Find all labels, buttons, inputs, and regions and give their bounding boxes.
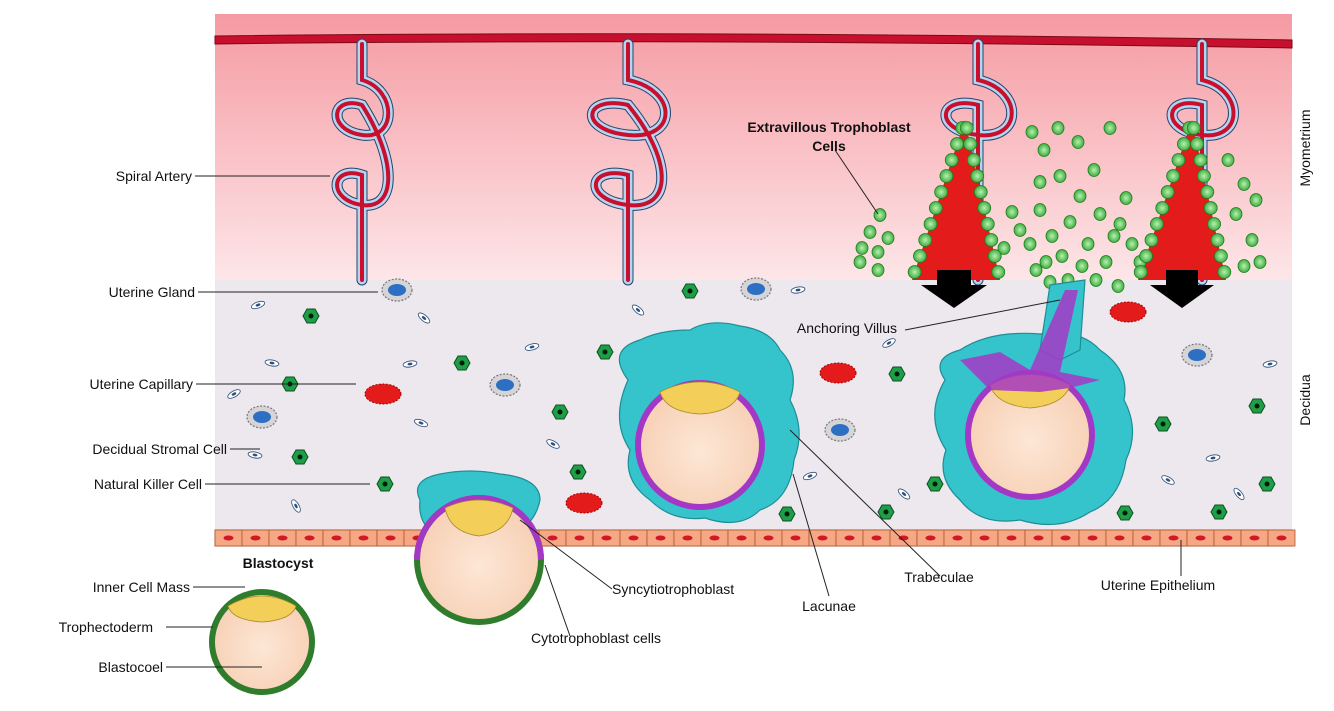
label-uterine-capillary: Uterine Capillary — [90, 376, 193, 392]
label-uterine-epithelium: Uterine Epithelium — [1101, 577, 1215, 593]
implanted-embryo-right — [934, 279, 1134, 526]
down-arrow-icon — [1150, 270, 1214, 308]
label-blastocoel: Blastocoel — [98, 659, 163, 675]
label-spiral-artery: Spiral Artery — [116, 168, 192, 184]
label-extravillous-line2: Cells — [812, 138, 846, 154]
zone-label-myometrium: Myometrium — [1297, 109, 1313, 186]
label-trophectoderm: Trophectoderm — [59, 619, 153, 635]
down-arrow-icon — [921, 270, 987, 308]
spiral-arteries — [331, 38, 1239, 286]
implanting-embryo — [414, 470, 544, 625]
label-decidual-stromal-cell: Decidual Stromal Cell — [92, 441, 227, 457]
label-inner-cell-mass: Inner Cell Mass — [93, 579, 190, 595]
extravillous-trophoblast-cells — [853, 121, 1267, 293]
label-lacunae: Lacunae — [802, 598, 856, 614]
label-uterine-gland: Uterine Gland — [109, 284, 195, 300]
implanted-embryo-middle — [618, 322, 800, 524]
label-syncytiotrophoblast: Syncytiotrophoblast — [612, 581, 734, 597]
decidual-cells — [227, 277, 1278, 522]
blastocyst — [209, 589, 315, 695]
artery-remodelling-right — [1138, 120, 1226, 308]
label-anchoring-villus: Anchoring Villus — [797, 320, 897, 336]
zone-label-decidua: Decidua — [1297, 374, 1313, 426]
leader-lines — [166, 149, 1182, 668]
label-extravillous-line1: Extravillous Trophoblast — [747, 119, 911, 135]
label-trabeculae: Trabeculae — [904, 569, 974, 585]
top-vessel — [214, 33, 1293, 49]
artery-remodelling-left — [912, 120, 1000, 308]
label-natural-killer-cell: Natural Killer Cell — [94, 476, 202, 492]
uterine-epithelium — [214, 529, 1296, 547]
label-blastocyst: Blastocyst — [243, 555, 314, 571]
label-cytotrophoblast-cells: Cytotrophoblast cells — [531, 630, 661, 646]
